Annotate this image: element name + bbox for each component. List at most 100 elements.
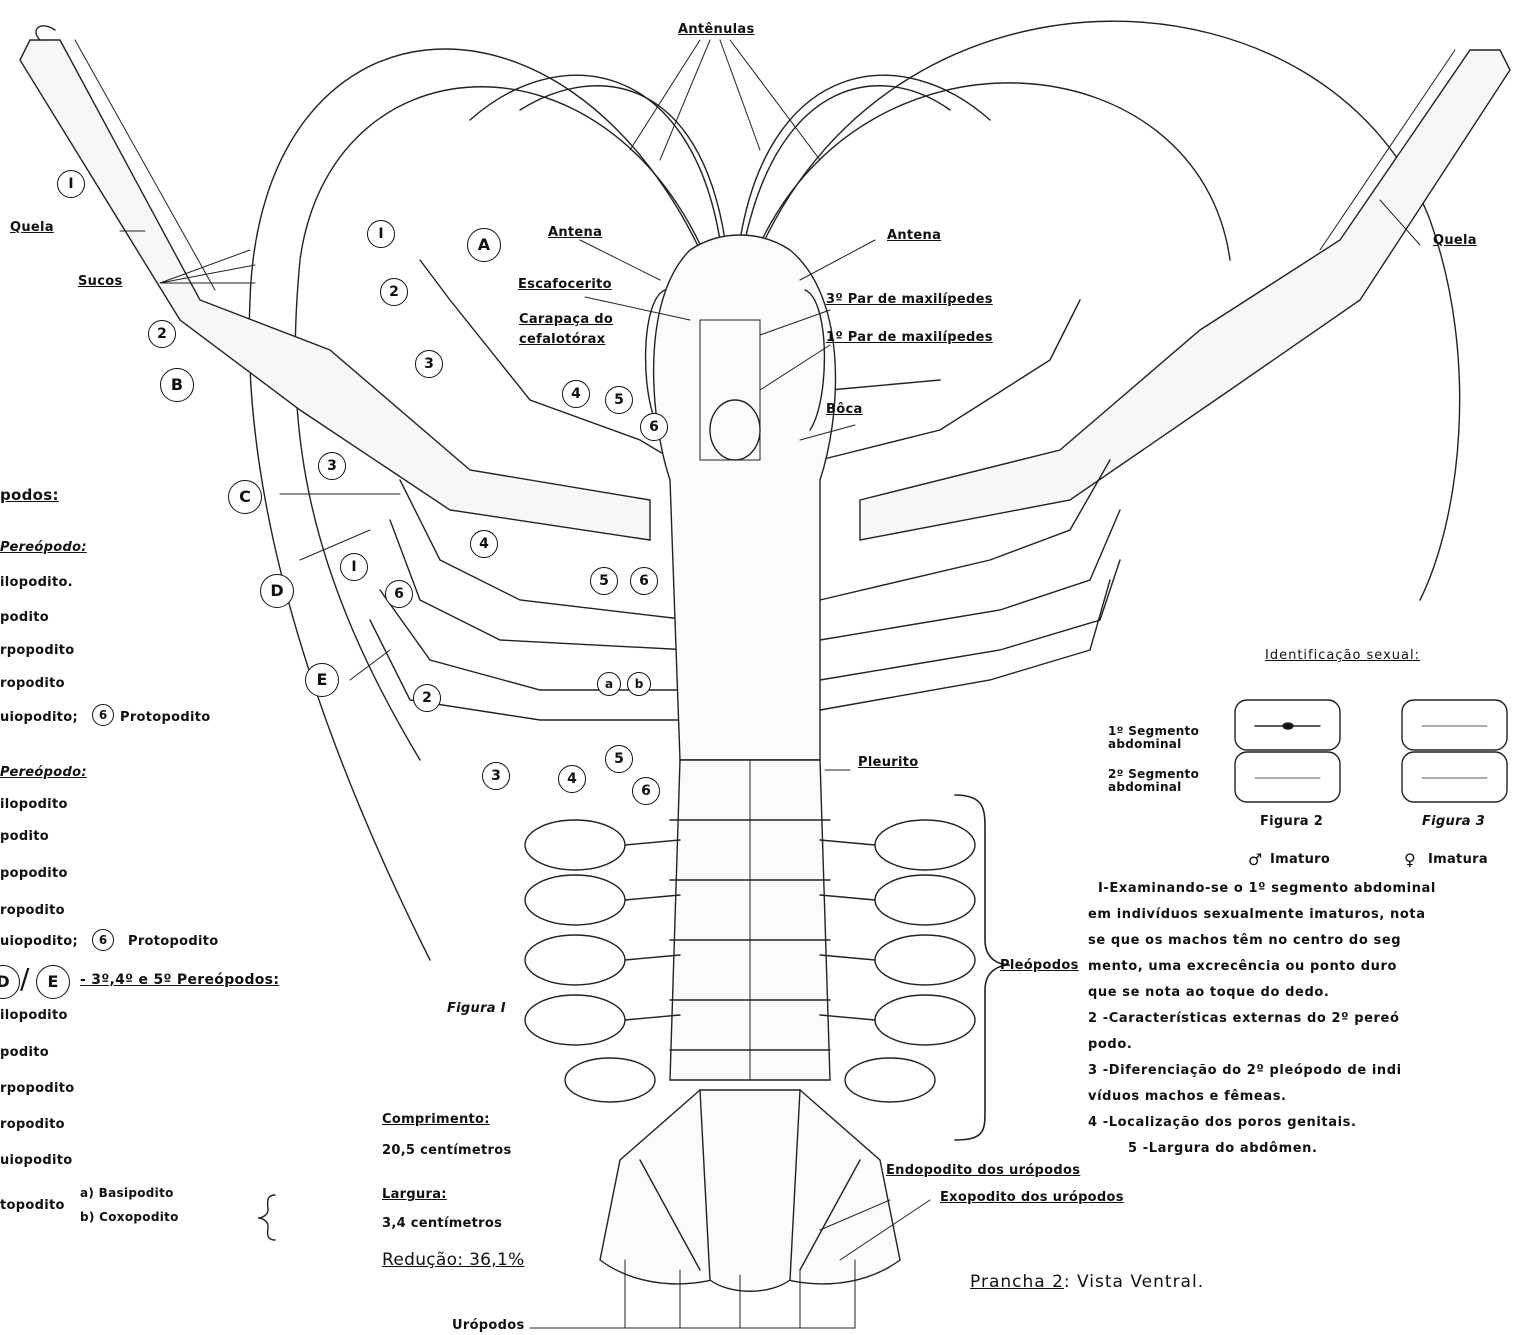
legend-sec1-item-3: rpopodito — [0, 643, 75, 658]
marker-C: C — [228, 480, 262, 514]
note-line-5: que se nota ao toque do dedo. — [1088, 980, 1518, 1006]
legend-sec1-item-5: uiopodito; — [0, 710, 78, 725]
marker-5: 5 — [590, 567, 618, 595]
legend-sec3-item-3: rpopodito — [0, 1081, 75, 1096]
marker-6c: 6 — [632, 777, 660, 805]
marker-D: D — [260, 574, 294, 608]
marker-6: 6 — [630, 567, 658, 595]
marker-4: 4 — [470, 530, 498, 558]
marker-3c: 3 — [415, 350, 443, 378]
legend-sec3-item-6: topodito — [0, 1198, 65, 1213]
legend-sec1-marker-6: 6 — [92, 704, 114, 726]
legend-coxopodito: b) Coxopodito — [80, 1210, 179, 1224]
reducao: Redução: 36,1% — [382, 1250, 525, 1270]
carapace — [654, 235, 836, 760]
label-endopodito: Endopodito dos urópodos — [886, 1163, 1080, 1178]
note-line-2: em indivíduos sexualmente imaturos, nota — [1088, 902, 1518, 928]
legend-sec2-tail: Protopodito — [128, 934, 218, 949]
note-line-9: víduos machos e fêmeas. — [1088, 1084, 1518, 1110]
marker-2b: 2 — [413, 684, 441, 712]
label-antenulas: Antênulas — [678, 22, 755, 37]
figura-3-label: Figura 3 — [1422, 814, 1485, 829]
legend-marker-E: E — [36, 965, 70, 999]
comprimento-label: Comprimento: — [382, 1112, 490, 1127]
label-sucos: Sucos — [78, 274, 123, 289]
legend-sec2-item-3: popodito — [0, 866, 68, 881]
plate-title: : Vista Ventral. — [1064, 1272, 1204, 1292]
label-antena-right: Antena — [887, 228, 941, 243]
legend-sec2-item-2: podito — [0, 829, 49, 844]
pleopods-right — [820, 820, 975, 1102]
legend-sec3-item-1: ilopodito — [0, 1008, 68, 1023]
comprimento-value: 20,5 centímetros — [382, 1143, 512, 1158]
marker-3b: 3 — [482, 762, 510, 790]
marker-4c: 4 — [562, 380, 590, 408]
label-figura-1: Figura I — [447, 1001, 506, 1016]
sexual-title: Identificação sexual: — [1265, 648, 1420, 663]
marker-1: I — [57, 170, 85, 198]
marker-a: a — [597, 672, 621, 696]
marker-4b: 4 — [558, 765, 586, 793]
marker-5b: 5 — [605, 745, 633, 773]
label-pleurito: Pleurito — [858, 755, 918, 770]
segment-1-label: 1º Segmento abdominal — [1108, 725, 1228, 751]
segment-2-label: 2º Segmento abdominal — [1108, 768, 1228, 794]
legend-sec2-item-4: ropodito — [0, 903, 65, 918]
legend-sec1-item-1: ilopodito. — [0, 575, 73, 590]
note-line-10: 4 -Localização dos poros genitais. — [1088, 1110, 1518, 1136]
legend-sec2-item-5: uiopodito; — [0, 934, 78, 949]
marker-b: b — [627, 672, 651, 696]
largura-label: Largura: — [382, 1187, 447, 1202]
legend-sec3-item-4: ropodito — [0, 1117, 65, 1132]
marker-6d: 6 — [640, 413, 668, 441]
legend-sec3-item-5: uiopodito — [0, 1153, 73, 1168]
label-escafocerito: Escafocerito — [518, 277, 612, 292]
label-maxilipedes-1: 1º Par de maxilípedes — [826, 330, 993, 345]
marker-3: 3 — [318, 452, 346, 480]
note-line-11: 5 -Largura do abdômen. — [1088, 1136, 1518, 1162]
marker-2c: 2 — [380, 278, 408, 306]
label-uropodos: Urópodos — [452, 1318, 525, 1333]
legend-slash: / — [20, 962, 30, 995]
note-line-8: 3 -Diferenciação do 2º pleópodo de indi — [1088, 1058, 1518, 1084]
label-carapaca-2: cefalotórax — [519, 332, 605, 347]
male-label: Imaturo — [1270, 852, 1330, 867]
marker-1b: I — [340, 553, 368, 581]
marker-E: E — [305, 663, 339, 697]
figura-2-label: Figura 2 — [1260, 814, 1323, 829]
legend-sec1-title: Pereópodo: — [0, 540, 87, 555]
legend-sec1-item-2: podito — [0, 610, 49, 625]
legend-basipodito: a) Basipodito — [80, 1186, 174, 1200]
plate-number: Prancha 2 — [970, 1272, 1064, 1292]
abdomen — [670, 760, 830, 1080]
legend-sec3-item-2: podito — [0, 1045, 49, 1060]
note-line-3: se que os machos têm no centro do seg — [1088, 928, 1518, 954]
legend-heading: podos: — [0, 486, 59, 504]
legend-sec2-title: Pereópodo: — [0, 765, 87, 780]
label-exopodito: Exopodito dos urópodos — [940, 1190, 1124, 1205]
plate-caption: Prancha 2: Vista Ventral. — [970, 1272, 1204, 1292]
female-label: Imatura — [1428, 852, 1488, 867]
note-line-1: I-Examinando-se o 1º segmento abdominal — [1088, 876, 1518, 902]
marker-B: B — [160, 368, 194, 402]
note-line-4: mento, uma excrecência ou ponto duro — [1088, 954, 1518, 980]
marker-A: A — [467, 228, 501, 262]
marker-2: 2 — [148, 320, 176, 348]
legend-sec1-item-4: ropodito — [0, 676, 65, 691]
largura-value: 3,4 centímetros — [382, 1216, 502, 1231]
label-boca: Bôca — [826, 402, 863, 417]
label-maxilipedes-3: 3º Par de maxilípedes — [826, 292, 993, 307]
legend-sec3-title: - 3º,4º e 5º Pereópodos: — [80, 972, 279, 988]
antenna-right-inner — [755, 83, 1230, 260]
male-symbol: ♂ — [1248, 850, 1263, 869]
legend-sec2-marker-6: 6 — [92, 929, 114, 951]
pleopods-left — [525, 820, 680, 1102]
legend-sec2-item-1: ilopodito — [0, 797, 68, 812]
label-pleopodos: Pleópodos — [1000, 958, 1079, 973]
marker-1c: I — [367, 220, 395, 248]
legend-sec1-tail: Protopodito — [120, 710, 210, 725]
note-line-6: 2 -Características externas do 2º pereó — [1088, 1006, 1518, 1032]
note-line-7: podo. — [1088, 1032, 1518, 1058]
marker-5c: 5 — [605, 386, 633, 414]
label-quela-right: Quela — [1433, 233, 1477, 248]
